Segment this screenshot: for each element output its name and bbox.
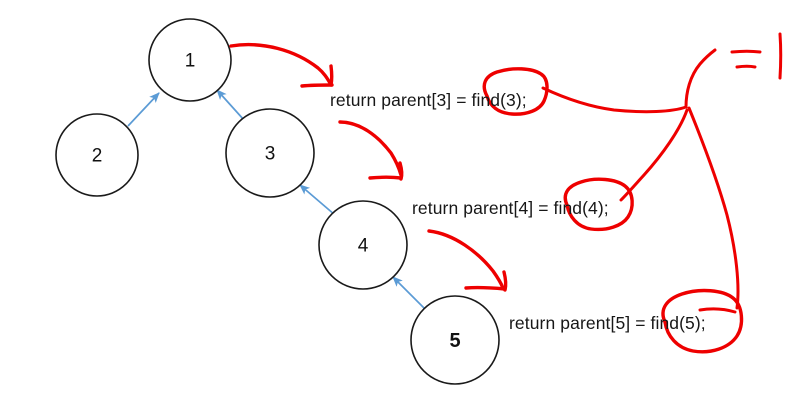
- node-2-label: 2: [92, 146, 103, 167]
- tree-edges: [127, 89, 427, 311]
- tree-nodes: 1 2 3 4 5: [55, 18, 500, 385]
- node-1-circle[interactable]: [148, 18, 232, 102]
- edge-4-to-3: [299, 184, 336, 216]
- node-4-circle[interactable]: [318, 200, 408, 290]
- red-arrow-2: [338, 120, 404, 181]
- circle-find4: [563, 177, 634, 232]
- node-2-circle[interactable]: [55, 113, 139, 197]
- edge-2-to-1: [127, 92, 160, 127]
- node-1-label: 1: [185, 51, 196, 72]
- circle-find3: [482, 67, 549, 116]
- node-5-label: 5: [449, 330, 460, 352]
- statement-find3: return parent[3] = find(3);: [330, 90, 527, 110]
- circle-find5: [661, 288, 744, 354]
- red-arrow-1: [229, 42, 334, 88]
- node-4-label: 4: [358, 236, 369, 257]
- red-equals-mark: [730, 32, 783, 80]
- node-3-circle[interactable]: [225, 108, 315, 198]
- edge-3-to-1: [216, 89, 245, 121]
- node-5-circle[interactable]: [410, 295, 500, 385]
- red-arrow-3: [427, 229, 508, 292]
- edge-5-to-4: [392, 276, 427, 311]
- statement-find5: return parent[5] = find(5);: [509, 313, 706, 333]
- node-3-label: 3: [265, 144, 276, 165]
- red-connector-lines: [541, 48, 740, 314]
- statement-find4: return parent[4] = find(4);: [412, 198, 609, 218]
